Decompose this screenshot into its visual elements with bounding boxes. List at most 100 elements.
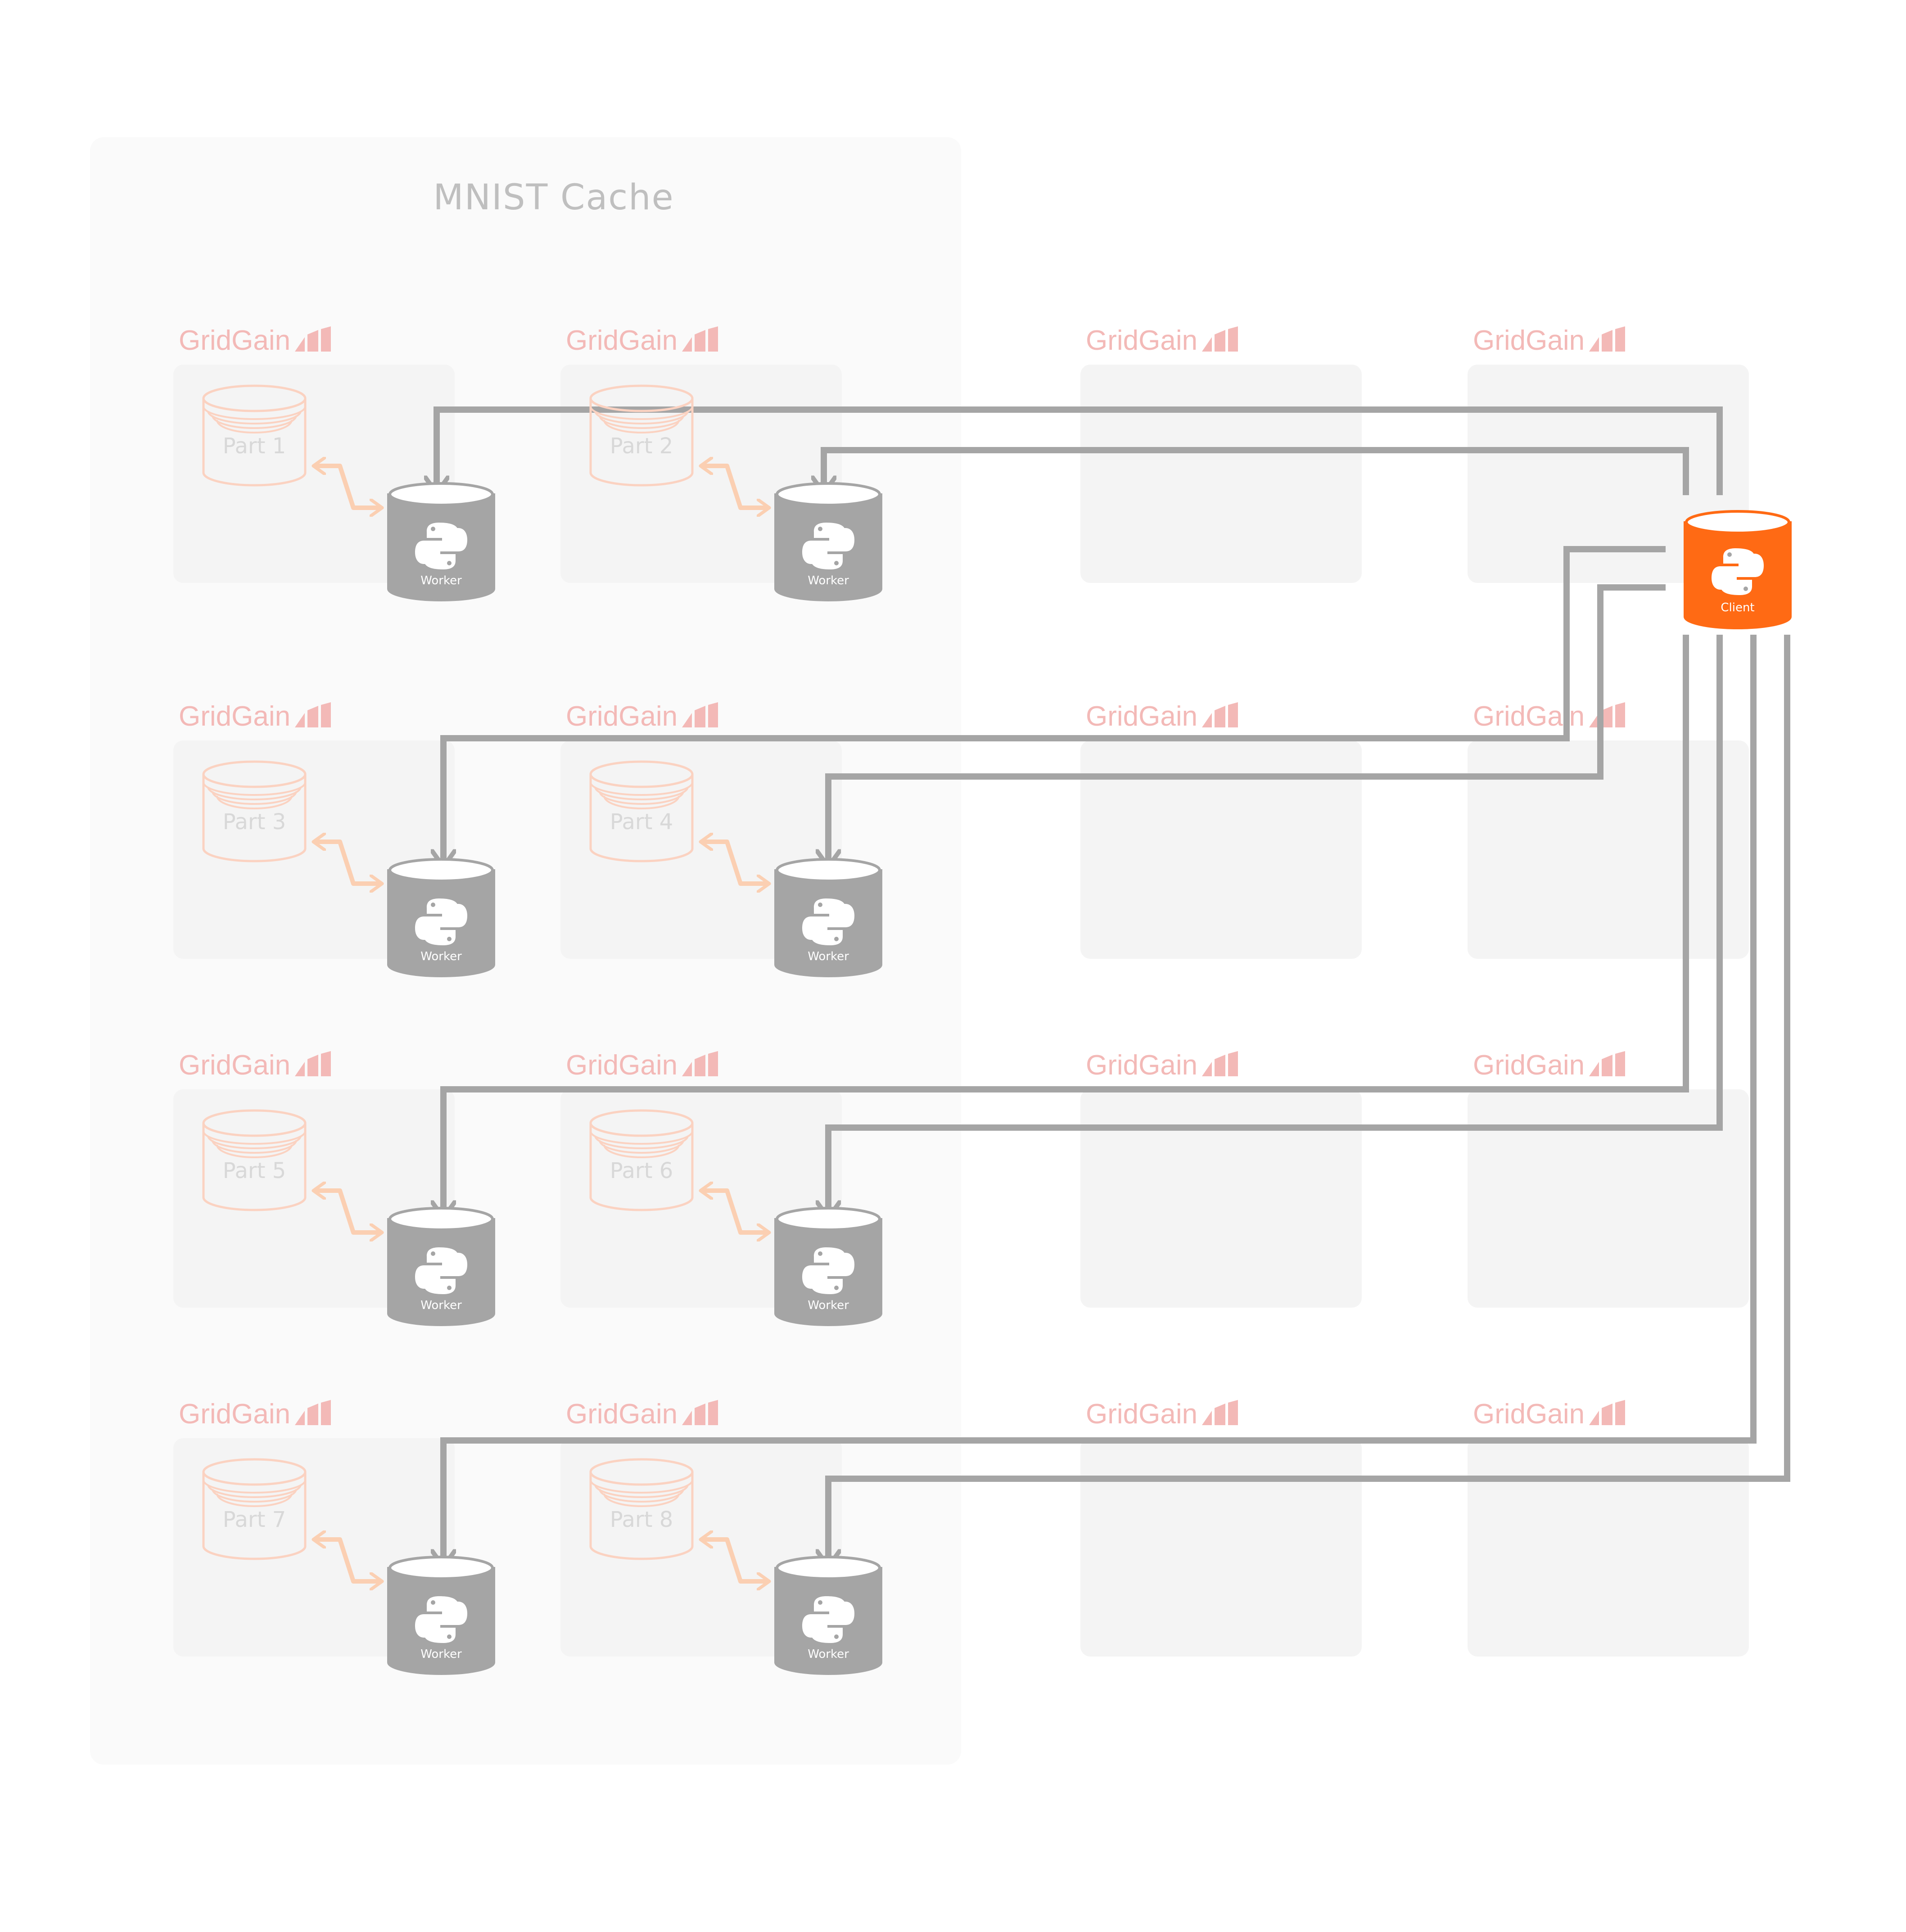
gridgain-mark-part	[682, 713, 692, 727]
partitions: Part 1 Part 2 Part 3 Part 4 Part 5 Part 6 Part…	[202, 384, 694, 1560]
gridgain-mark-part	[1202, 337, 1212, 352]
gridgain-mark-part	[1202, 1062, 1212, 1076]
database-icon: Part 1	[202, 384, 307, 487]
gridgain-mark-part	[1602, 330, 1612, 352]
gridgain-mark-part	[695, 330, 705, 352]
gridgain-logo-text: GridGain	[566, 325, 677, 356]
database-icon: Part 4	[589, 760, 694, 862]
gridgain-mark-part	[295, 1062, 305, 1076]
gridgain-logo-text: GridGain	[1473, 325, 1585, 356]
worker-node: Worker	[774, 482, 882, 601]
python-icon	[415, 1596, 467, 1643]
connector-to-worker-5	[443, 635, 1689, 1215]
gridgain-logo: GridGain	[1086, 1050, 1238, 1081]
gridgain-mark-part	[1589, 1062, 1599, 1076]
database-icon: Part 6	[589, 1109, 694, 1211]
python-icon	[415, 898, 467, 945]
python-icon	[802, 1596, 854, 1643]
gridgain-node-panel	[1468, 1089, 1749, 1308]
gridgain-mark-part	[1615, 326, 1625, 352]
part-label: Part 2	[610, 433, 673, 459]
python-icon	[802, 1247, 854, 1294]
gridgain-node-panel	[1080, 1438, 1362, 1657]
gridgain-logo: GridGain	[566, 701, 718, 732]
gridgain-mark-part	[1228, 702, 1238, 727]
gridgain-logo-text: GridGain	[566, 1050, 677, 1081]
gridgain-mark-part	[295, 337, 305, 352]
gridgain-logo: GridGain	[1086, 701, 1238, 732]
part-worker-link	[315, 466, 380, 508]
worker-node: Worker	[774, 1207, 882, 1326]
part-worker-link	[702, 466, 768, 508]
python-icon	[415, 523, 467, 569]
gridgain-mark-part	[1215, 1055, 1225, 1076]
part-worker-links	[315, 466, 768, 1581]
gridgain-mark-part	[1228, 1400, 1238, 1425]
gridgain-logo-text: GridGain	[566, 701, 677, 732]
gridgain-mark-part	[682, 337, 692, 352]
gridgain-mark-part	[307, 1404, 318, 1425]
python-client: Client	[1684, 510, 1792, 629]
database-icon: Part 3	[202, 760, 307, 862]
gridgain-logo-text: GridGain	[179, 1399, 290, 1430]
database-icon: Part 2	[589, 384, 694, 487]
gridgain-mark-part	[695, 1404, 705, 1425]
connector-to-worker-2	[824, 447, 1689, 495]
worker-label: Worker	[420, 574, 462, 587]
gridgain-mark-part	[295, 1411, 305, 1425]
gridgain-logo: GridGain	[1473, 325, 1625, 356]
gridgain-logo: GridGain	[179, 701, 331, 732]
gridgain-node-panel	[1468, 1438, 1749, 1657]
gridgain-logo: GridGain	[179, 1399, 331, 1430]
python-icon	[802, 523, 854, 569]
worker-label: Worker	[808, 1648, 849, 1661]
connector-to-worker-3	[443, 546, 1666, 864]
part-worker-link	[702, 1539, 768, 1581]
gridgain-mark-part	[1589, 337, 1599, 352]
gridgain-logo-text: GridGain	[1086, 325, 1197, 356]
gridgain-logo-text: GridGain	[1473, 1050, 1585, 1081]
part-label: Part 7	[223, 1507, 286, 1532]
gridgain-logo: GridGain	[566, 1050, 718, 1081]
worker-label: Worker	[420, 1299, 462, 1312]
gridgain-mark-part	[708, 1400, 718, 1425]
gridgain-node-panel	[1468, 365, 1749, 583]
gridgain-logo: GridGain	[1473, 1050, 1625, 1081]
gridgain-logo: GridGain	[1086, 325, 1238, 356]
gridgain-mark-part	[682, 1411, 692, 1425]
gridgain-mark-part	[682, 1062, 692, 1076]
worker-label: Worker	[808, 574, 849, 587]
gridgain-mark-part	[708, 702, 718, 727]
gridgain-logo: GridGain	[179, 325, 331, 356]
part-label: Part 8	[610, 1507, 673, 1532]
gridgain-mark-part	[1602, 706, 1612, 727]
worker-node: Worker	[387, 1556, 495, 1675]
part-worker-link	[315, 1539, 380, 1581]
gridgain-mark-part	[1215, 1404, 1225, 1425]
gridgain-logo: GridGain	[1473, 1399, 1625, 1430]
database-icon: Part 8	[589, 1458, 694, 1560]
gridgain-mark-part	[1589, 713, 1599, 727]
gridgain-node-panel	[1080, 1089, 1362, 1308]
gridgain-mark-part	[321, 702, 331, 727]
gridgain-mark-part	[708, 326, 718, 352]
worker-node: Worker	[774, 1556, 882, 1675]
worker-node: Worker	[387, 858, 495, 977]
cache-title: MNIST Cache	[433, 177, 674, 218]
gridgain-mark-part	[1215, 706, 1225, 727]
gridgain-mark-part	[1228, 326, 1238, 352]
gridgain-logo-text: GridGain	[1086, 701, 1197, 732]
part-worker-link	[702, 1191, 768, 1232]
part-worker-link	[315, 842, 380, 884]
python-icon	[415, 1247, 467, 1294]
gridgain-mark-part	[708, 1051, 718, 1076]
part-label: Part 3	[223, 809, 286, 835]
database-icon: Part 5	[202, 1109, 307, 1211]
worker-label: Worker	[808, 1299, 849, 1312]
gridgain-logo: GridGain	[566, 1399, 718, 1430]
part-worker-link	[315, 1191, 380, 1232]
python-icon	[802, 898, 854, 945]
gridgain-node-panel	[1468, 740, 1749, 959]
